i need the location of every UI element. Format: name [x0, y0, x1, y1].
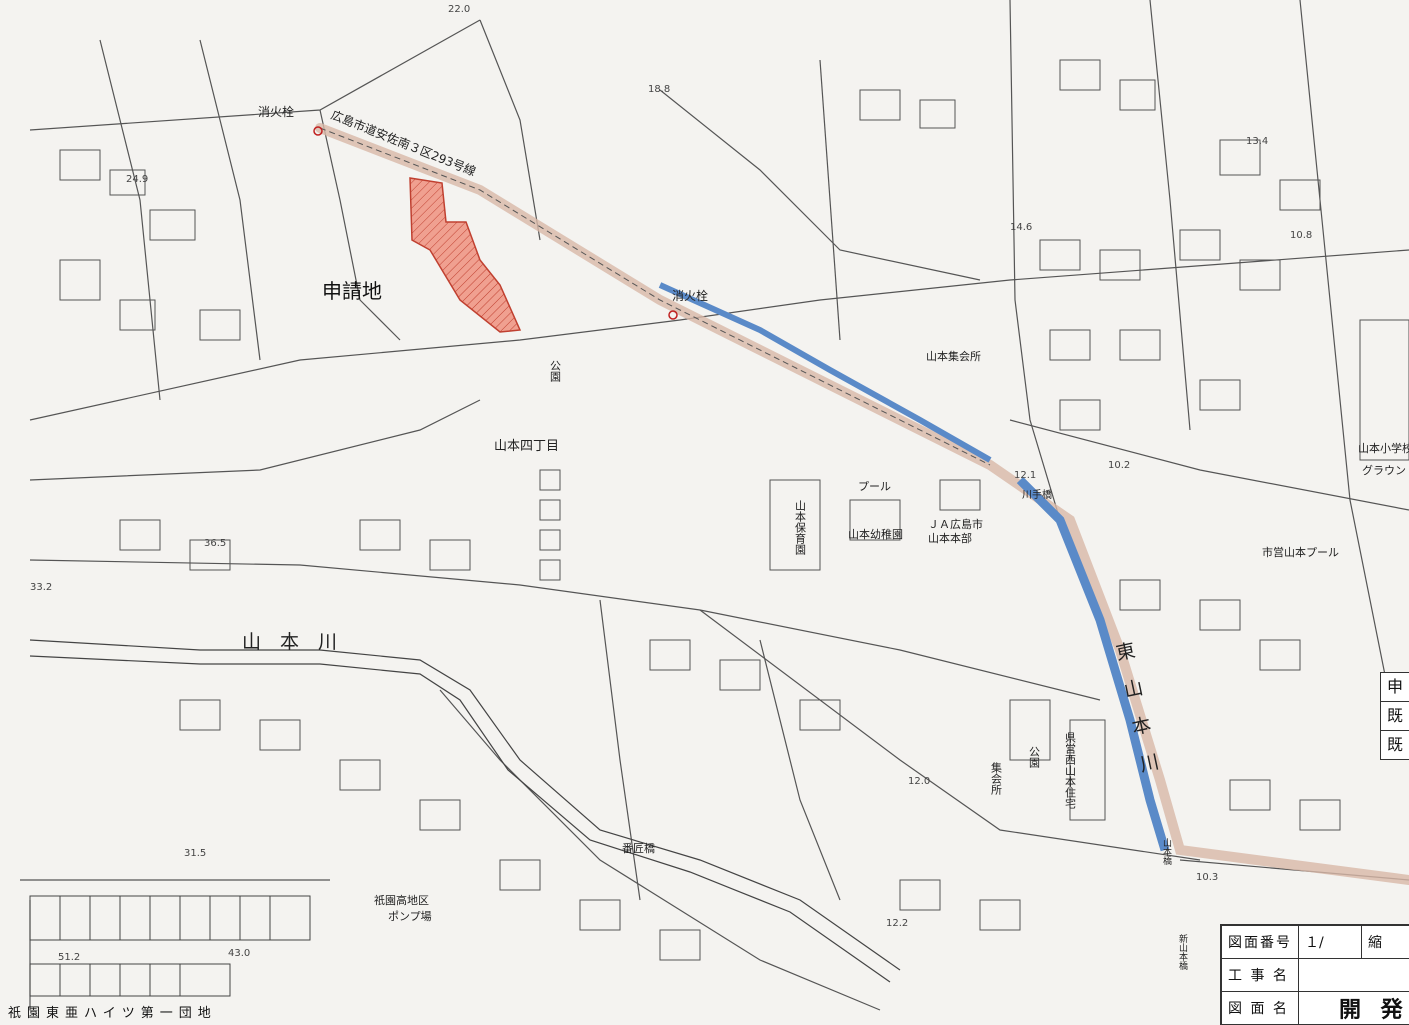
elevation-label: 10.2 — [1108, 460, 1130, 471]
drawing-number-value: １/ — [1299, 926, 1362, 959]
elevation-label: 22.0 — [448, 4, 470, 15]
elevation-label: 31.5 — [184, 848, 206, 859]
label-kindergarten: 山本幼稚園 — [848, 527, 903, 541]
elevation-label: 12.1 — [1014, 470, 1036, 481]
elevation-label: 43.0 — [228, 948, 250, 959]
project-name-label: 工 事 名 — [1222, 959, 1299, 992]
label-bridge-bansho: 番匠橋 — [622, 841, 655, 855]
elevation-label: 33.2 — [30, 582, 52, 593]
elevation-label: 24.9 — [126, 174, 148, 185]
drawing-number-label: 図面番号 — [1222, 926, 1299, 959]
legend-item: 既 — [1381, 731, 1409, 759]
elevation-label: 14.6 — [1010, 222, 1032, 233]
label-pool: プール — [858, 480, 891, 493]
label-pref-housing: 県営西山本住宅 — [1064, 732, 1077, 809]
label-ground: グラウンド — [1362, 463, 1409, 477]
label-ja-1: ＪＡ広島市 — [928, 517, 983, 531]
elevation-label: 13.4 — [1246, 136, 1268, 147]
elevation-label: 51.2 — [58, 952, 80, 963]
label-application-site: 申請地 — [322, 279, 382, 303]
elevation-label: 10.8 — [1290, 230, 1312, 241]
label-bridge-shinyamamoto: 新山本橋 — [1177, 933, 1188, 971]
bottom-label: 祇園東亜ハイツ第一団地 — [8, 1002, 217, 1021]
label-bridge-yamamoto: 山本橋 — [1161, 838, 1172, 866]
elevation-label: 12.0 — [908, 776, 930, 787]
label-fire-hydrant-2: 消火栓 — [672, 288, 708, 303]
label-community-hall: 山本集会所 — [926, 349, 981, 363]
drawing-name-label: 図 面 名 — [1222, 992, 1299, 1025]
elevation-label: 18.8 — [648, 84, 670, 95]
title-block: 図面番号 １/ 縮 工 事 名 図 面 名 開 発 — [1220, 924, 1409, 1025]
label-river-yamamoto: 山 本 川 — [242, 631, 337, 653]
label-assembly-hall: 集会所 — [990, 761, 1003, 796]
label-pump-1: 祇園高地区 — [374, 893, 429, 907]
legend-item: 申 — [1381, 673, 1409, 702]
elevation-label: 10.3 — [1196, 872, 1218, 883]
project-name-value — [1299, 959, 1409, 992]
elevation-label: 36.5 — [204, 538, 226, 549]
legend-item: 既 — [1381, 702, 1409, 731]
label-nursery: 山本保育園 — [794, 500, 807, 556]
label-ja-2: 山本本部 — [928, 531, 972, 545]
label-park-1: 公園 — [549, 360, 562, 383]
label-fire-hydrant-1: 消火栓 — [258, 104, 294, 119]
label-bridge-yamate: 川手橋 — [1022, 488, 1052, 501]
scale-label: 縮 — [1362, 926, 1409, 959]
label-city-pool: 市営山本プール — [1262, 545, 1339, 559]
drawing-name-value: 開 発 — [1299, 992, 1409, 1025]
legend-box: 申 既 既 — [1380, 672, 1409, 760]
label-school: 山本小学校 — [1358, 441, 1409, 455]
label-pump-2: ポンプ場 — [388, 910, 432, 923]
label-district: 山本四丁目 — [494, 439, 559, 454]
label-park-2: 公園 — [1028, 746, 1041, 769]
elevation-label: 12.2 — [886, 918, 908, 929]
